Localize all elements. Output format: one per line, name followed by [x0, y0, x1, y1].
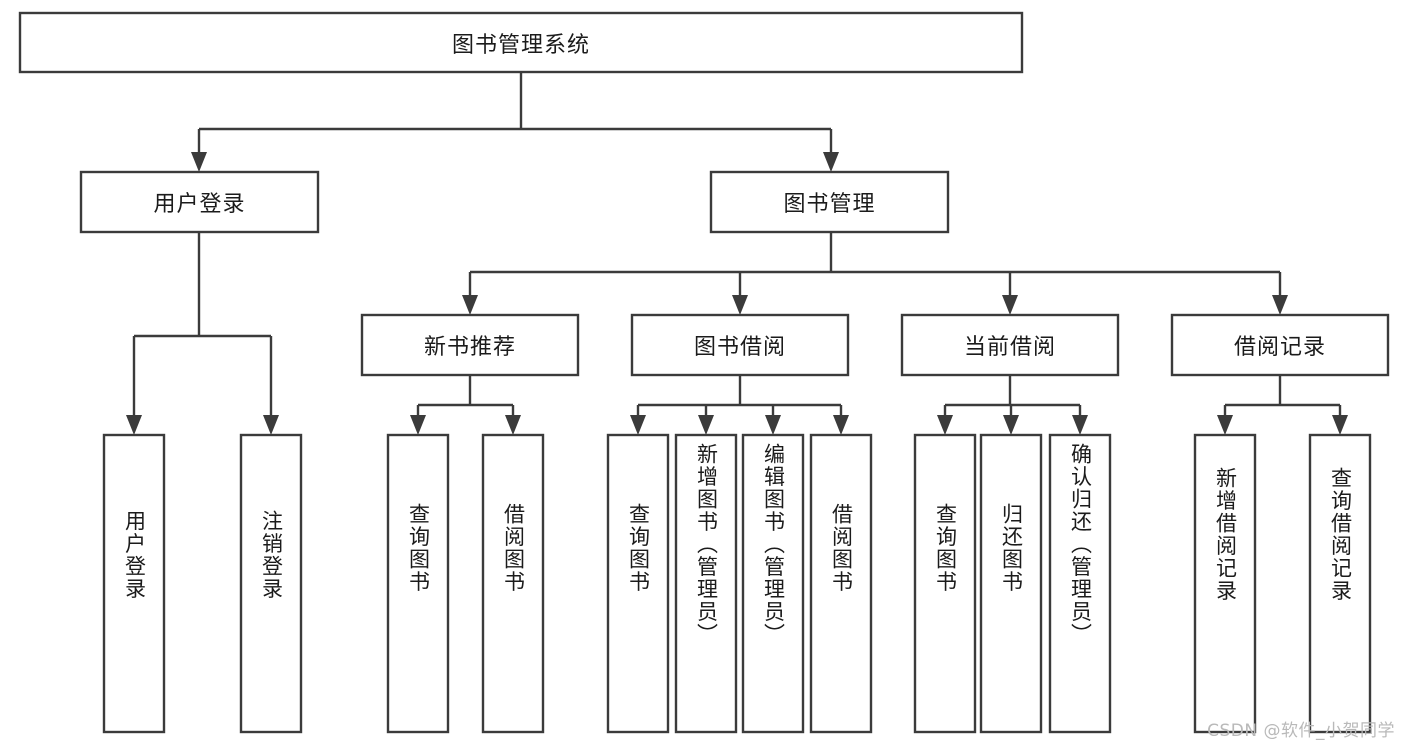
connector-group-new-book — [410, 375, 521, 435]
connector-group-book-manage — [462, 232, 1288, 315]
node-box-leaf-query-book-1[interactable] — [386, 433, 450, 734]
node-box-new-book-recommend[interactable] — [360, 313, 580, 377]
node-box-leaf-borrow-book-2[interactable] — [809, 433, 873, 734]
node-box-leaf-add-book[interactable] — [674, 433, 738, 734]
connector-group-current-borrow — [937, 375, 1088, 435]
arrow-head-borrow-record — [1272, 295, 1288, 315]
node-box-leaf-query-book-3[interactable] — [913, 433, 977, 734]
node-box-current-borrow[interactable] — [900, 313, 1120, 377]
arrow-head-book-borrow-leaf3 — [765, 415, 781, 435]
arrow-head-new-book-leaf1 — [410, 415, 426, 435]
node-box-leaf-confirm-return[interactable] — [1048, 433, 1112, 734]
arrow-head-book-manage — [823, 152, 839, 172]
node-box-leaf-logout[interactable] — [239, 433, 303, 734]
arrow-head-current-borrow-leaf1 — [937, 415, 953, 435]
arrow-head-current-borrow-leaf2 — [1003, 415, 1019, 435]
arrow-head-current-borrow-leaf3 — [1072, 415, 1088, 435]
arrow-head-new-book — [462, 295, 478, 315]
connector-group-root — [191, 72, 839, 172]
node-box-leaf-query-book-2[interactable] — [606, 433, 670, 734]
node-box-leaf-edit-book[interactable] — [741, 433, 805, 734]
arrow-head-leaf-user-login — [126, 415, 142, 435]
node-box-root[interactable] — [18, 11, 1024, 74]
arrow-head-leaf-logout — [263, 415, 279, 435]
node-box-borrow-record[interactable] — [1170, 313, 1390, 377]
node-box-leaf-borrow-book-1[interactable] — [481, 433, 545, 734]
node-box-leaf-add-record[interactable] — [1193, 433, 1257, 734]
arrow-head-book-borrow-leaf2 — [698, 415, 714, 435]
arrow-head-book-borrow — [732, 295, 748, 315]
connector-group-user-login — [126, 232, 279, 435]
arrow-head-current-borrow — [1002, 295, 1018, 315]
node-box-book-borrow[interactable] — [630, 313, 850, 377]
arrow-head-borrow-record-leaf1 — [1217, 415, 1233, 435]
connector-group-book-borrow — [630, 375, 849, 435]
watermark-text: CSDN @软件_小贺同学 — [1207, 721, 1395, 741]
node-box-leaf-query-record[interactable] — [1308, 433, 1372, 734]
node-box-leaf-return-book[interactable] — [979, 433, 1043, 734]
arrow-head-borrow-record-leaf2 — [1332, 415, 1348, 435]
node-box-book-manage[interactable] — [709, 170, 950, 234]
arrow-head-new-book-leaf2 — [505, 415, 521, 435]
node-box-leaf-user-login[interactable] — [102, 433, 166, 734]
arrow-head-book-borrow-leaf4 — [833, 415, 849, 435]
connector-group-borrow-record — [1217, 375, 1348, 435]
node-box-user-login[interactable] — [79, 170, 320, 234]
arrow-head-user-login — [191, 152, 207, 172]
arrow-head-book-borrow-leaf1 — [630, 415, 646, 435]
